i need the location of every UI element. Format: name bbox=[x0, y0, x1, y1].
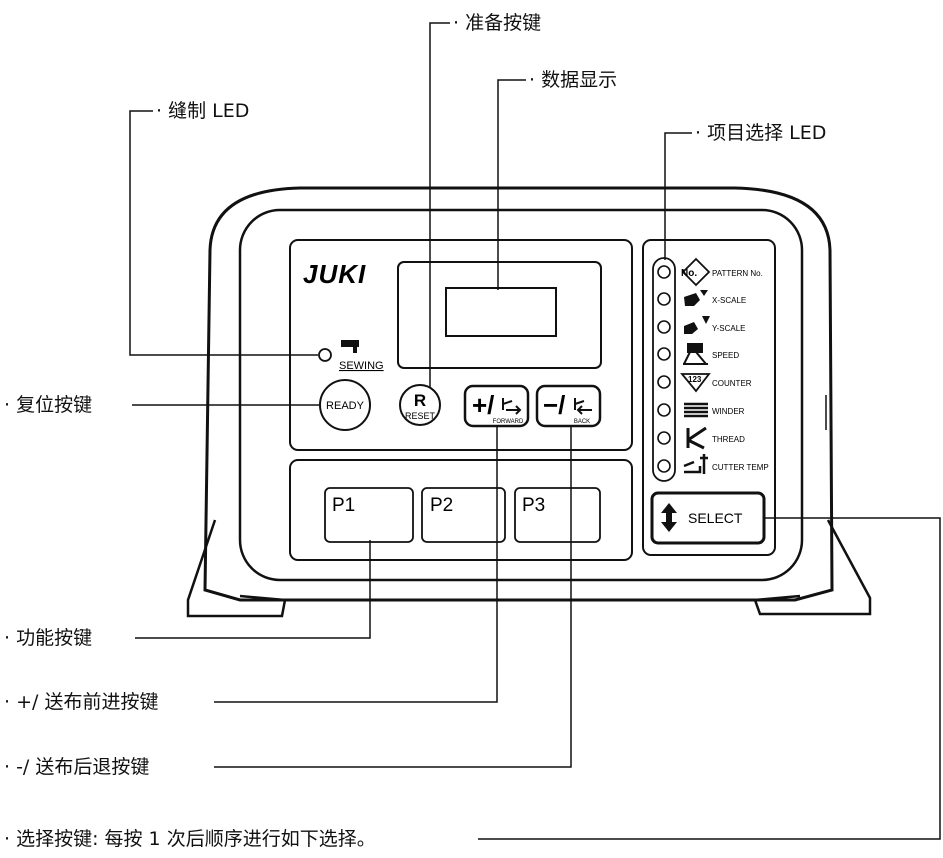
callout-reset-key: · 复位按键 bbox=[4, 394, 93, 416]
housing-outer bbox=[203, 186, 834, 602]
item-led bbox=[657, 320, 671, 334]
function-section bbox=[289, 459, 633, 561]
x-scale-icon bbox=[684, 290, 708, 306]
speed-icon bbox=[683, 343, 708, 365]
cutter-temp-icon bbox=[683, 454, 708, 474]
forward-feed-icon bbox=[502, 398, 522, 415]
display-bezel bbox=[397, 261, 602, 369]
back-label: BACK bbox=[574, 419, 590, 425]
back-feed-icon bbox=[574, 398, 592, 415]
data-display bbox=[445, 287, 557, 337]
item-led bbox=[657, 265, 671, 279]
item-label: CUTTER TEMP bbox=[712, 463, 769, 472]
item-led bbox=[657, 403, 671, 417]
item-led bbox=[657, 375, 671, 389]
function-key-label: P3 bbox=[522, 495, 545, 516]
item-label: COUNTER bbox=[712, 379, 752, 388]
item-label: Y-SCALE bbox=[712, 324, 746, 333]
back-button[interactable] bbox=[535, 384, 602, 428]
callout-back-key: · -/ 送布后退按键 bbox=[4, 756, 150, 778]
sewing-led bbox=[318, 348, 332, 362]
callout-function-key: · 功能按键 bbox=[4, 627, 93, 649]
callout-data-display: · 数据显示 bbox=[529, 69, 618, 91]
left-foot bbox=[186, 519, 287, 618]
reset-label: RESET bbox=[405, 411, 436, 421]
back-symbol: −/ bbox=[543, 390, 565, 420]
item-label: THREAD bbox=[712, 435, 745, 444]
sewing-led-leader bbox=[129, 110, 318, 356]
back-key-leader bbox=[214, 425, 572, 768]
item-led bbox=[657, 292, 671, 306]
pattern-number-icon bbox=[681, 257, 711, 287]
reset-symbol: R bbox=[414, 391, 426, 410]
item-label: PATTERN No. bbox=[712, 269, 763, 278]
y-scale-icon bbox=[684, 316, 710, 334]
callout-forward-key: · +/ 送布前进按键 bbox=[4, 691, 159, 713]
ready-key-leader bbox=[429, 22, 450, 388]
callout-ready-key: · 准备按键 bbox=[453, 12, 542, 34]
counter-icon bbox=[680, 373, 711, 393]
callout-select-key: · 选择按键: 每按 1 次后顺序进行如下选择。 bbox=[4, 828, 376, 850]
brand-logo: JUKI bbox=[303, 259, 366, 289]
forward-symbol: +/ bbox=[472, 390, 494, 420]
function-key-leader bbox=[135, 540, 371, 639]
pattern-number-badge: No. bbox=[681, 268, 697, 279]
item-section bbox=[642, 239, 776, 556]
housing-inner bbox=[238, 208, 804, 582]
item-label: WINDER bbox=[712, 407, 745, 416]
sewing-label: SEWING bbox=[339, 360, 384, 372]
thread-icon bbox=[686, 426, 707, 450]
winder-icon bbox=[684, 402, 708, 418]
function-key-p3[interactable] bbox=[514, 487, 601, 543]
data-display-leader bbox=[497, 79, 526, 290]
led-column bbox=[652, 257, 676, 482]
counter-badge: 123 bbox=[688, 375, 702, 384]
function-key-p2[interactable] bbox=[421, 487, 506, 543]
ready-button-label: READY bbox=[326, 400, 365, 412]
item-led bbox=[657, 459, 671, 473]
sewing-icon-leg bbox=[353, 344, 357, 353]
forward-key-leader bbox=[214, 425, 498, 703]
main-section bbox=[289, 239, 633, 451]
forward-label: FORWARD bbox=[493, 419, 524, 425]
item-led-leader bbox=[664, 132, 692, 260]
callout-item-led: · 项目选择 LED bbox=[695, 122, 827, 144]
item-label: SPEED bbox=[712, 351, 739, 360]
right-foot bbox=[753, 519, 872, 616]
callout-sewing-led: · 缝制 LED bbox=[156, 100, 250, 122]
sewing-icon bbox=[341, 340, 359, 347]
select-button-label: SELECT bbox=[688, 510, 743, 526]
function-key-label: P1 bbox=[332, 495, 355, 516]
item-led bbox=[657, 431, 671, 445]
function-key-label: P2 bbox=[430, 495, 453, 516]
function-key-p1[interactable] bbox=[324, 487, 414, 543]
item-led bbox=[657, 347, 671, 361]
reset-button[interactable] bbox=[399, 384, 441, 426]
item-label: X-SCALE bbox=[712, 296, 746, 305]
up-down-arrow-icon bbox=[661, 503, 677, 532]
select-key-leader bbox=[478, 517, 941, 840]
